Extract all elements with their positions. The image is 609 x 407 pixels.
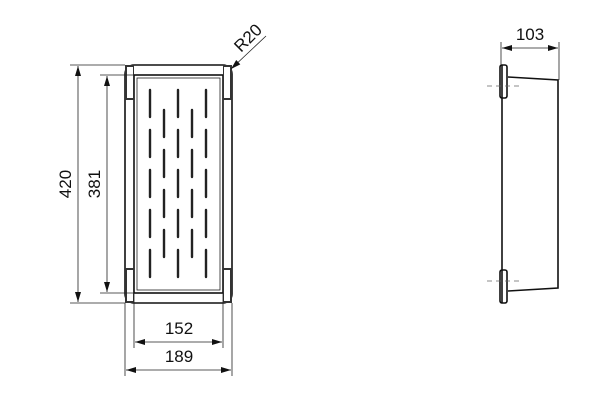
dimension-label-r20: R20 xyxy=(230,20,265,55)
basket-profile xyxy=(507,76,559,292)
dimension-depth: 103 xyxy=(500,25,560,80)
bottom-flange xyxy=(499,269,508,304)
top-flange xyxy=(499,64,508,99)
inner-basket xyxy=(133,74,224,294)
dimension-label-152: 152 xyxy=(165,319,193,338)
dimension-inner-width: 152 xyxy=(133,293,224,348)
corner-tabs xyxy=(125,65,232,303)
dimension-label-420: 420 xyxy=(56,170,75,198)
outer-frame xyxy=(124,64,233,304)
dimension-inner-height: 381 xyxy=(85,74,134,294)
front-view: 420 381 152 189 R20 xyxy=(56,20,267,376)
inner-basket-lip xyxy=(136,77,221,291)
dimension-label-103: 103 xyxy=(516,25,544,44)
dimension-outer-height: 420 xyxy=(56,64,125,304)
side-view: 103 xyxy=(487,25,560,304)
dimension-label-381: 381 xyxy=(85,170,104,198)
dimension-outer-width: 189 xyxy=(124,303,233,376)
dimension-label-189: 189 xyxy=(165,347,193,366)
dimension-corner-radius: R20 xyxy=(230,20,267,70)
drain-slots xyxy=(148,88,208,279)
